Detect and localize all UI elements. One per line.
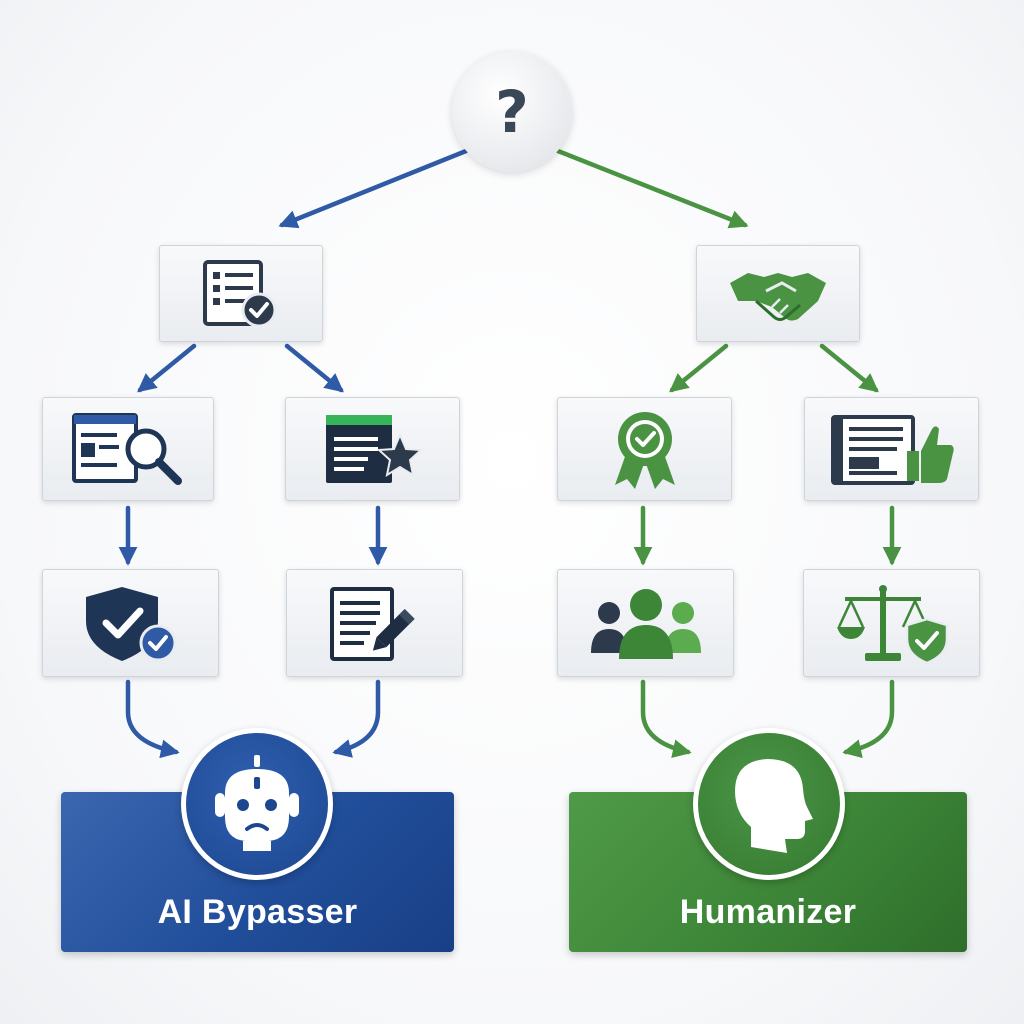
- humanizer-badge: [693, 728, 845, 880]
- award-ribbon-icon: [614, 412, 675, 489]
- shield-check-icon: [85, 587, 176, 662]
- checklist-icon: [203, 259, 277, 327]
- balance-scale-shield-icon: [836, 585, 948, 665]
- arrow-left-low-b-to-result: [332, 679, 381, 758]
- arrow-left-low-a-to-result: [125, 679, 180, 759]
- arrow-root-to-right: [555, 148, 749, 229]
- question-mark-icon: ?: [495, 78, 529, 146]
- ai-bypasser-label: AI Bypasser: [157, 893, 358, 931]
- root-question-node: ?: [452, 52, 572, 172]
- human-head-icon: [735, 759, 813, 853]
- left-mid-node-b: [285, 397, 460, 501]
- right-low-node-b: [803, 569, 980, 677]
- left-low-node-a: [42, 569, 219, 677]
- handshake-icon: [730, 272, 826, 321]
- right-mid-node-b: [804, 397, 979, 501]
- document-search-icon: [72, 413, 182, 485]
- right-mid-node-a: [557, 397, 732, 501]
- arrow-root-to-left: [278, 148, 469, 229]
- arrow-right-top-to-right-b: [819, 343, 879, 393]
- document-thumbs-up-icon: [830, 415, 954, 485]
- left-mid-node-a: [42, 397, 214, 501]
- right-low-node-a: [557, 569, 734, 677]
- document-star-icon: [325, 415, 423, 483]
- left-low-node-b: [286, 569, 463, 677]
- robot-head-icon: [215, 755, 299, 851]
- left-top-node: [159, 245, 323, 342]
- arrow-left-top-to-left-b: [284, 343, 344, 393]
- right-top-node: [696, 245, 860, 342]
- ai-bypasser-badge: [181, 728, 333, 880]
- people-group-icon: [590, 589, 701, 659]
- humanizer-label: Humanizer: [679, 893, 857, 931]
- arrow-left-top-to-left-a: [137, 343, 197, 393]
- svg-text:?: ?: [495, 78, 529, 146]
- arrow-right-top-to-right-a: [669, 343, 729, 393]
- document-edit-icon: [329, 587, 415, 661]
- arrow-right-low-b-to-result: [842, 679, 895, 759]
- arrow-right-low-a-to-result: [640, 679, 692, 758]
